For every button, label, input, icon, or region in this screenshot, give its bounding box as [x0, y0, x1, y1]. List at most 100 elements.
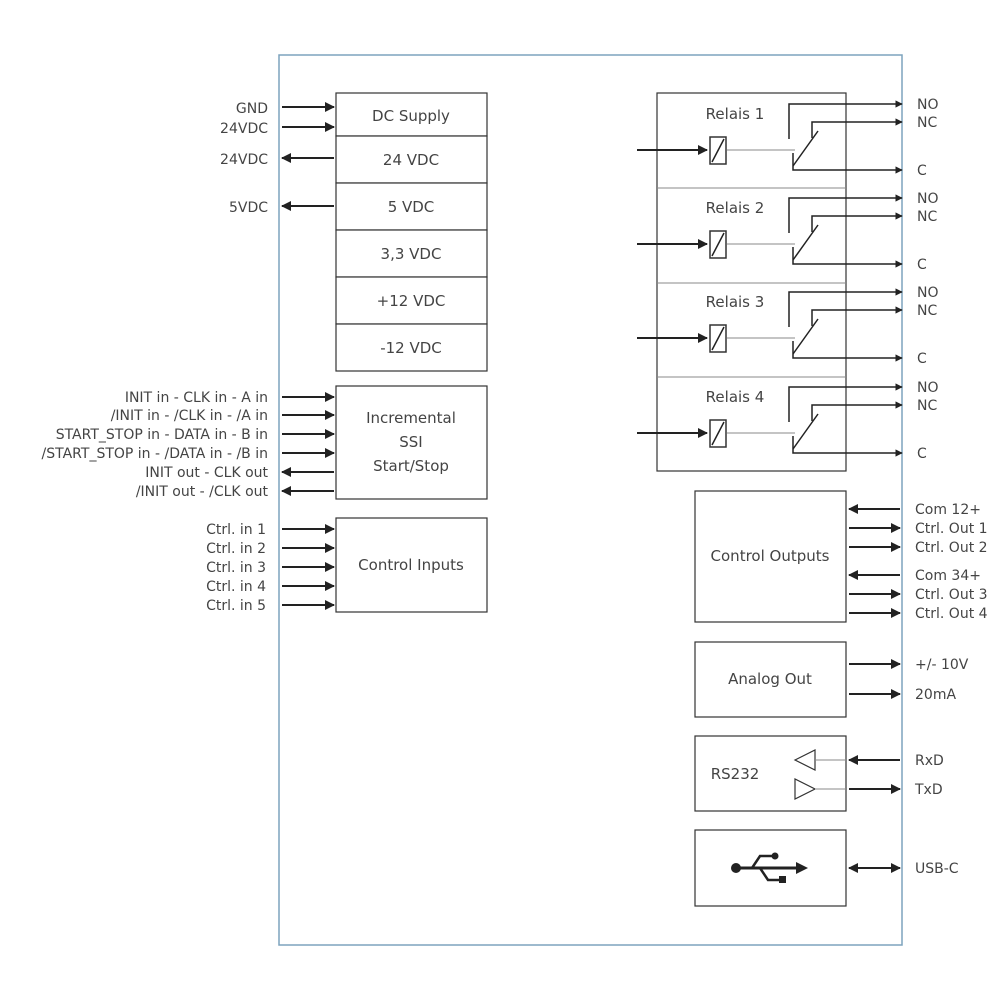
rail-minus12vdc: [335, 323, 488, 372]
usb-block: USB-C: [694, 829, 959, 907]
device-frame: [278, 54, 903, 946]
control-output-signals: Com 12+ Ctrl. Out 1 Ctrl. Out 2 Com 34+ …: [848, 502, 988, 622]
encoder-label-incremental: Incremental: [366, 409, 456, 427]
com12-label: Com 12+: [915, 502, 981, 518]
encoder-label-startstop: Start/Stop: [373, 457, 449, 475]
relay-c-wire: [792, 341, 903, 362]
encoder-box: [335, 385, 488, 500]
relay-nc-wire: [811, 212, 903, 232]
relay-no-wire: [788, 383, 903, 422]
control-inputs-box: [335, 517, 488, 613]
rail-24vdc: [335, 135, 488, 184]
relay-coil-slash: [711, 232, 725, 257]
control-inputs-label: Control Inputs: [358, 556, 464, 574]
rail-5vdc-label: 5 VDC: [388, 198, 435, 216]
usb-c-label: USB-C: [915, 861, 959, 877]
relay-coil-slash: [711, 138, 725, 163]
relay-no-label: NO: [917, 97, 939, 113]
txd-label: TxD: [914, 782, 943, 798]
control-outputs-block: Control Outputs: [694, 490, 847, 623]
relay-c-label: C: [917, 257, 927, 273]
relay-nc-label: NC: [917, 398, 937, 414]
relay-nc-wire: [811, 118, 903, 138]
relay-c-label: C: [917, 446, 927, 462]
relay-c-label: C: [917, 163, 927, 179]
gnd-label: GND: [236, 101, 268, 117]
relay-name-label: Relais 2: [706, 199, 765, 217]
relay-name-label: Relais 3: [706, 293, 765, 311]
tx-buffer-icon: [794, 778, 817, 800]
relay-nc-label: NC: [917, 303, 937, 319]
relay-c-wire: [792, 247, 903, 268]
rs232-label: RS232: [711, 765, 760, 783]
relay-no-label: NO: [917, 191, 939, 207]
ctrl-in-2-label: Ctrl. in 2: [206, 541, 266, 557]
relay-1: Relais 1 NO NC C: [637, 97, 939, 179]
rail-3v3dc: [335, 229, 488, 278]
relay-no-label: NO: [917, 285, 939, 301]
relay-no-wire: [788, 100, 903, 139]
relay-nc-wire: [811, 306, 903, 326]
relay-contact-icon: [792, 224, 819, 261]
relays-block: [656, 92, 847, 472]
relays-box: [656, 92, 847, 472]
ctrl-out-2-label: Ctrl. Out 2: [915, 540, 988, 556]
com34-label: Com 34+: [915, 568, 981, 584]
relay-no-wire: [788, 194, 903, 233]
dc-supply-block: DC Supply 24 VDC 5 VDC 3,3 VDC +12 VDC -…: [335, 92, 488, 372]
control-inputs-block: Control Inputs: [335, 517, 488, 613]
relay-c-wire: [792, 153, 903, 174]
encoder-signal-label: /INIT out - /CLK out: [136, 484, 269, 500]
relay-contact-icon: [792, 413, 819, 450]
relay-name-label: Relais 1: [706, 105, 765, 123]
rail-3v3dc-label: 3,3 VDC: [381, 245, 442, 263]
control-outputs-label: Control Outputs: [711, 547, 830, 565]
relay-c-wire: [792, 436, 903, 457]
rs232-box: [694, 735, 847, 812]
rail-5vdc: [335, 182, 488, 231]
ctrl-out-3-label: Ctrl. Out 3: [915, 587, 988, 603]
ctrl-in-4-label: Ctrl. in 4: [206, 579, 266, 595]
encoder-signal-label: INIT out - CLK out: [145, 465, 268, 481]
control-outputs-box: [694, 490, 847, 623]
dc-supply-label: DC Supply: [372, 107, 450, 125]
relay-coil-slash: [711, 326, 725, 351]
5vdc-out-label: 5VDC: [229, 200, 268, 216]
rail-24vdc-label: 24 VDC: [383, 151, 439, 169]
control-input-signals: Ctrl. in 1 Ctrl. in 2 Ctrl. in 3 Ctrl. i…: [206, 522, 335, 614]
relay-3: Relais 3 NO NC C: [637, 285, 939, 367]
encoder-signal-label: /START_STOP in - /DATA in - /B in: [42, 446, 268, 462]
ctrl-out-1-label: Ctrl. Out 1: [915, 521, 988, 537]
rail-minus12vdc-label: -12 VDC: [380, 339, 442, 357]
relay-nc-wire: [811, 401, 903, 421]
relay-contact-icon: [792, 318, 819, 355]
relay-no-label: NO: [917, 380, 939, 396]
rxd-label: RxD: [915, 753, 944, 769]
relay-nc-label: NC: [917, 115, 937, 131]
relay-c-label: C: [917, 351, 927, 367]
relay-contact-icon: [792, 130, 819, 167]
relay-no-wire: [788, 288, 903, 327]
relay-2: Relais 2 NO NC C: [637, 191, 939, 273]
encoder-signal-label: START_STOP in - DATA in - B in: [56, 427, 268, 443]
relay-nc-label: NC: [917, 209, 937, 225]
encoder-signal-label: INIT in - CLK in - A in: [125, 390, 268, 406]
24vdc-out-label: 24VDC: [220, 152, 268, 168]
analog-current-label: 20mA: [915, 687, 956, 703]
analog-out-block: Analog Out +/- 10V 20mA: [694, 641, 969, 718]
rs232-block: RS232 RxD TxD: [694, 735, 944, 812]
power-signals: GND 24VDC 24VDC 5VDC: [220, 101, 335, 216]
ctrl-in-5-label: Ctrl. in 5: [206, 598, 266, 614]
analog-out-label: Analog Out: [728, 670, 812, 688]
ctrl-in-3-label: Ctrl. in 3: [206, 560, 266, 576]
relay-4: Relais 4 NO NC C: [637, 380, 939, 462]
ctrl-out-4-label: Ctrl. Out 4: [915, 606, 988, 622]
analog-voltage-label: +/- 10V: [915, 657, 969, 673]
ctrl-in-1-label: Ctrl. in 1: [206, 522, 266, 538]
analog-out-box: [694, 641, 847, 718]
encoder-block: Incremental SSI Start/Stop: [335, 385, 488, 500]
encoder-signals: INIT in - CLK in - A in /INIT in - /CLK …: [42, 390, 335, 500]
encoder-signal-label: /INIT in - /CLK in - /A in: [111, 408, 268, 424]
relay-coil-slash: [711, 421, 725, 446]
